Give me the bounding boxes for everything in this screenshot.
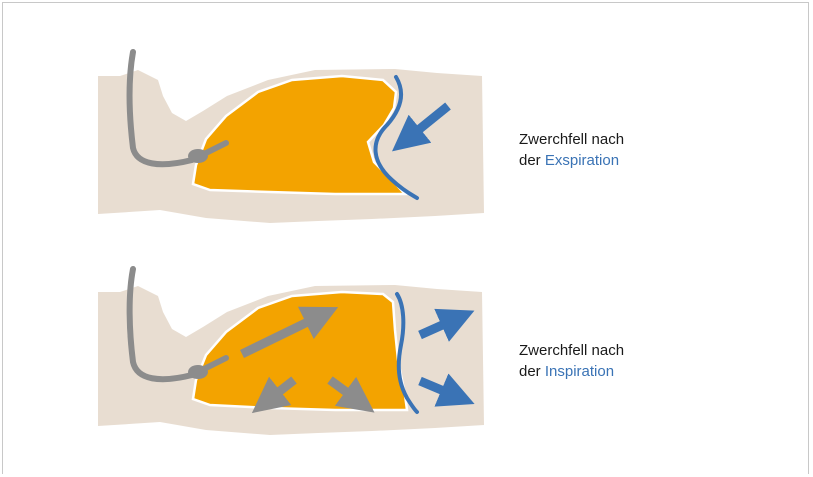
caption-expiration-line2: der Exspiration [519,150,624,171]
caption-expiration-prefix: der [519,152,545,169]
caption-inspiration-prefix: der [519,363,545,380]
caption-expiration: Zwerchfell nach der Exspiration [519,129,624,171]
caption-inspiration-line1: Zwerchfell nach [519,340,624,361]
caption-expiration-line1: Zwerchfell nach [519,129,624,150]
tube-cuff-inspiration [188,365,208,379]
caption-inspiration-line2: der Inspiration [519,361,624,382]
tube-cuff-expiration [188,149,208,163]
caption-inspiration-term: Inspiration [545,363,614,380]
caption-inspiration: Zwerchfell nach der Inspiration [519,340,624,382]
panel-inspiration [98,269,484,435]
panel-expiration [98,52,484,223]
lung-inspiration [193,292,407,410]
caption-expiration-term: Exspiration [545,152,619,169]
lung-expiration [193,76,405,194]
